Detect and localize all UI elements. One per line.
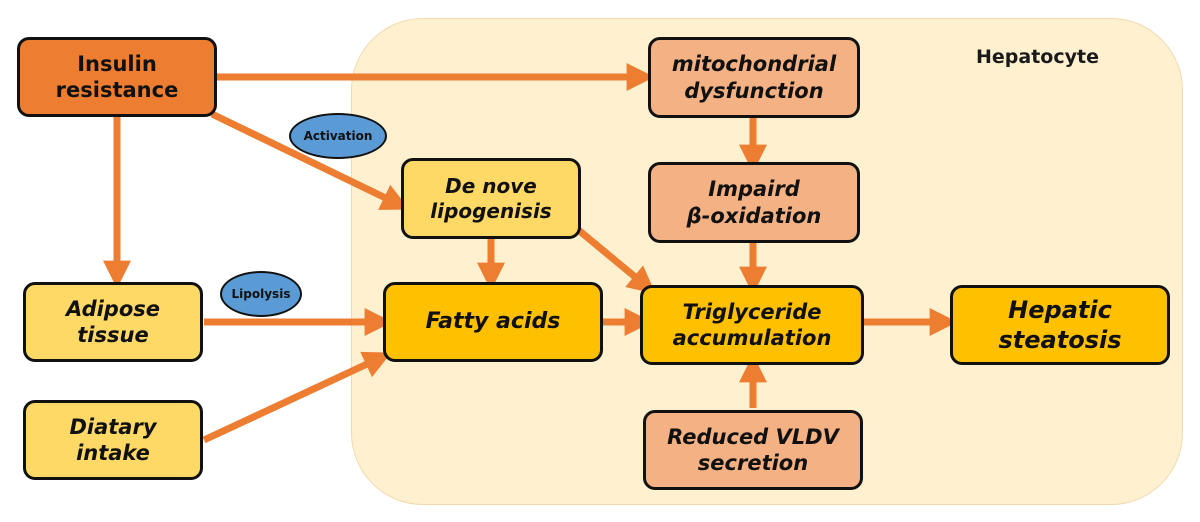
node-line: accumulation (672, 326, 832, 350)
node-line: Triglyceride (682, 299, 822, 324)
node-line: lipogenisis (430, 198, 552, 223)
node-line: dysfunction (684, 78, 824, 103)
node-line: mitochondrial (671, 52, 837, 77)
node-line: Insulin (77, 51, 157, 76)
node-line: Adipose (65, 296, 161, 321)
node-line: Fatty acids (425, 309, 561, 335)
node-line: Reduced VLDV (667, 424, 839, 449)
node-line: secretion (697, 451, 809, 475)
node-line: intake (76, 441, 150, 465)
node-line: resistance (55, 78, 179, 102)
arrow-denovo-to-trig (573, 225, 656, 295)
hepatocyte-label: Hepatocyte (976, 46, 1099, 68)
node-line: tissue (77, 323, 149, 347)
arrow-diatary-to-fatty (202, 351, 392, 444)
node-line: Hepatic (1008, 296, 1112, 324)
arrow-insulin-to-denovo (210, 110, 410, 210)
node-line: De nove (445, 173, 537, 198)
badge-lipolysis: Lipolysis (220, 271, 302, 317)
badge-activation: Activation (289, 113, 387, 159)
node-line: steatosis (998, 326, 1122, 354)
node-fatty-acids: Fatty acids (383, 282, 603, 362)
node-line: Impaird (708, 177, 800, 202)
node-line: β-oxidation (686, 203, 822, 228)
node-line: Diatary (69, 414, 157, 439)
